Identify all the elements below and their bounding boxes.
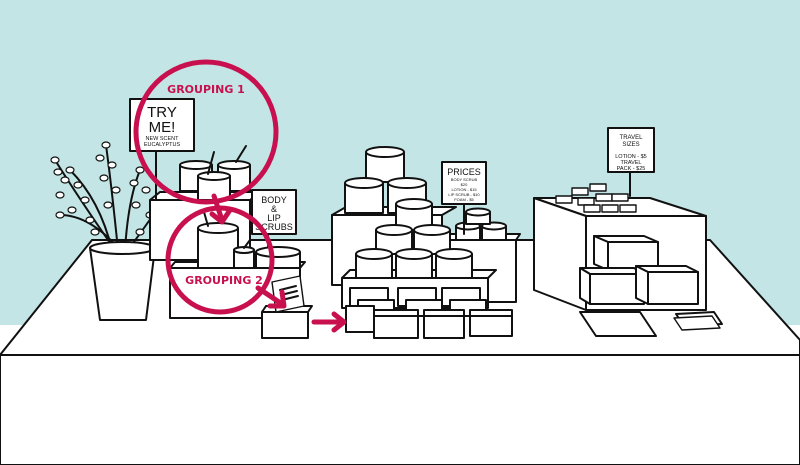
travel-tins xyxy=(555,183,637,213)
prices-line-0: BODY SCRUB xyxy=(451,177,478,182)
plant-icon xyxy=(50,141,165,321)
arrow-right-icon xyxy=(209,193,347,333)
prices-line-3: LIP SCRUB - $10 xyxy=(448,192,480,197)
scrubs-line4: SCRUBS xyxy=(255,222,293,232)
try-me-line2: ME! xyxy=(149,119,176,136)
travel-line-4: TRAVEL xyxy=(621,160,642,166)
scrubs-line1: BODY xyxy=(261,195,287,205)
tester-jars-middle xyxy=(197,211,301,269)
prices-sign: PRICES BODY SCRUB $20 LOTION - $15 LIP S… xyxy=(441,161,487,235)
grouping-1-callout: GROUPING 1 xyxy=(133,59,279,205)
try-me-line3: NEW SCENT xyxy=(146,136,180,142)
prices-line-1: $20 xyxy=(461,182,468,187)
try-me-sign: TRY ME! NEW SCENT EUCALYPTUS xyxy=(129,98,195,201)
grouping-2-label: GROUPING 2 xyxy=(185,274,263,287)
travel-line-0: TRAVEL xyxy=(620,135,644,141)
scrubs-line3: LIP xyxy=(267,213,281,223)
grouping-1-label: GROUPING 1 xyxy=(167,83,245,96)
try-me-line1: TRY xyxy=(147,104,177,121)
travel-line-3: LOTION - $5 xyxy=(615,154,646,160)
center-jar-pyramid xyxy=(344,146,507,279)
tester-jars-top xyxy=(179,145,251,201)
try-me-line4: EUCALYPTUS xyxy=(144,142,181,148)
prices-line-2: LOTION - $15 xyxy=(451,187,477,192)
prices-line-4: FOAM - $5 xyxy=(454,197,474,202)
center-tins xyxy=(345,287,513,339)
scrubs-line2: & xyxy=(271,204,277,214)
travel-line-1: SIZES xyxy=(622,142,639,148)
right-boxes xyxy=(579,235,699,305)
prices-title: PRICES xyxy=(447,167,481,177)
travel-line-5: PACK - $25 xyxy=(617,166,646,172)
table-cards xyxy=(579,311,723,337)
travel-sizes-sign: TRAVEL SIZES LOTION - $5 TRAVEL PACK - $… xyxy=(607,127,655,197)
